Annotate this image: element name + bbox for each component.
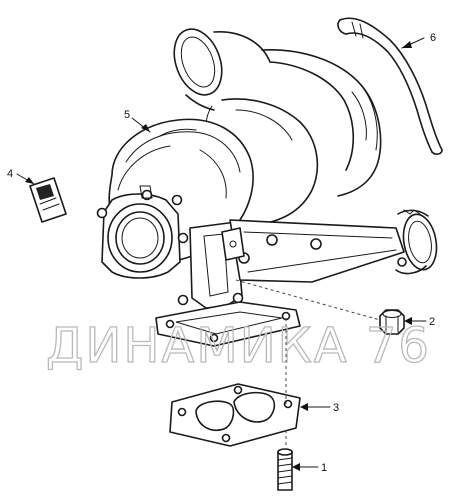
part-2-nut (379, 309, 405, 335)
part-1-stud (277, 448, 293, 491)
callout-4: 4 (7, 168, 13, 180)
part-4-tag (29, 177, 67, 223)
watermark-text: ДИНАМИКА 76 (46, 318, 431, 374)
callout-1: 1 (321, 462, 327, 474)
part-3-gasket (169, 383, 301, 447)
callout-6: 6 (430, 32, 436, 44)
callout-2: 2 (429, 316, 435, 328)
callout-5: 5 (124, 109, 130, 121)
callout-leaders (16, 37, 427, 471)
part-6-hose (337, 17, 443, 155)
part-5-turbocharger (96, 28, 438, 347)
callout-3: 3 (333, 402, 339, 414)
assembly-guide-lines (235, 279, 381, 450)
